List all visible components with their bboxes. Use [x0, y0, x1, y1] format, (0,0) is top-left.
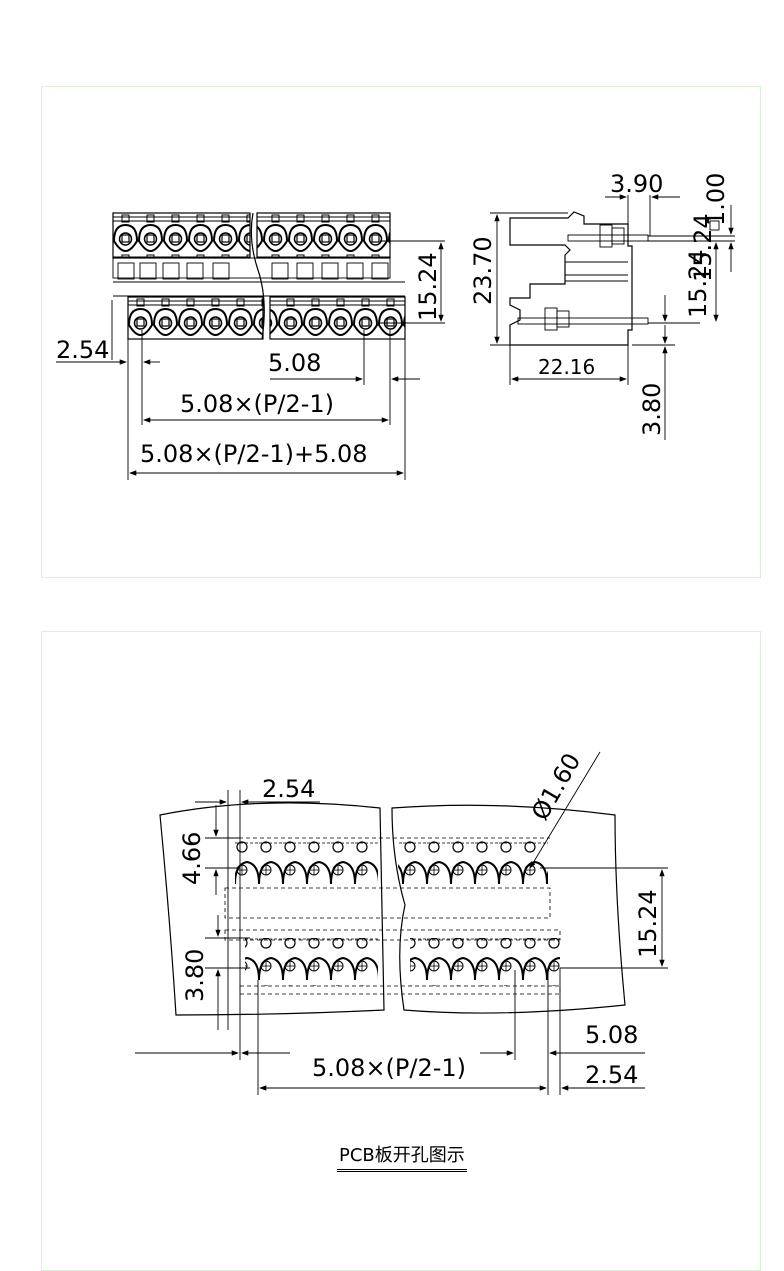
pcb-hole-diameter-label: Ø1.60 [526, 748, 586, 825]
side-top-offset-label: 3.90 [610, 170, 663, 198]
pcb-layout-drawing: Ø1.60 2.54 4.66 3.80 15.24 5.08 [135, 748, 668, 1095]
pcb-span-label: 5.08×(P/2-1) [312, 1054, 466, 1082]
side-lower-row-label: 15.24 [684, 249, 712, 318]
front-row-spacing-label: 15.24 [414, 252, 442, 321]
pcb-pin-offset-label: 2.54 [262, 775, 315, 803]
pcb-layout-panel [41, 631, 761, 1271]
front-view: 15.24 2.54 5.08 5.08×(P/2-1) 5.08×(P/2-1… [56, 212, 445, 480]
side-pin-size-label: 1.00 [702, 173, 730, 226]
pcb-row-top-label: 4.66 [178, 832, 206, 885]
front-total-label: 5.08×(P/2-1)+5.08 [140, 440, 368, 468]
pcb-caption: PCB板开孔图示 [337, 1141, 467, 1172]
pcb-row-bottom-label: 3.80 [181, 949, 209, 1002]
front-pin-offset-label: 2.54 [56, 336, 109, 364]
pcb-row-spacing-label: 15.24 [634, 889, 662, 958]
side-upper-row-label: 15.24 [689, 213, 717, 282]
pcb-pitch-label: 5.08 [585, 1021, 638, 1049]
front-span-label: 5.08×(P/2-1) [180, 390, 334, 418]
front-pitch-label: 5.08 [268, 349, 321, 377]
side-pin-length-label: 3.80 [638, 383, 666, 436]
side-view: 23.70 3.90 1.00 15.24 15.24 22.16 3.80 [469, 170, 735, 440]
side-height-label: 23.70 [469, 236, 497, 305]
square-pin-icon [709, 220, 720, 231]
pcb-end-offset-label: 2.54 [585, 1061, 638, 1089]
side-depth-label: 22.16 [538, 355, 595, 379]
